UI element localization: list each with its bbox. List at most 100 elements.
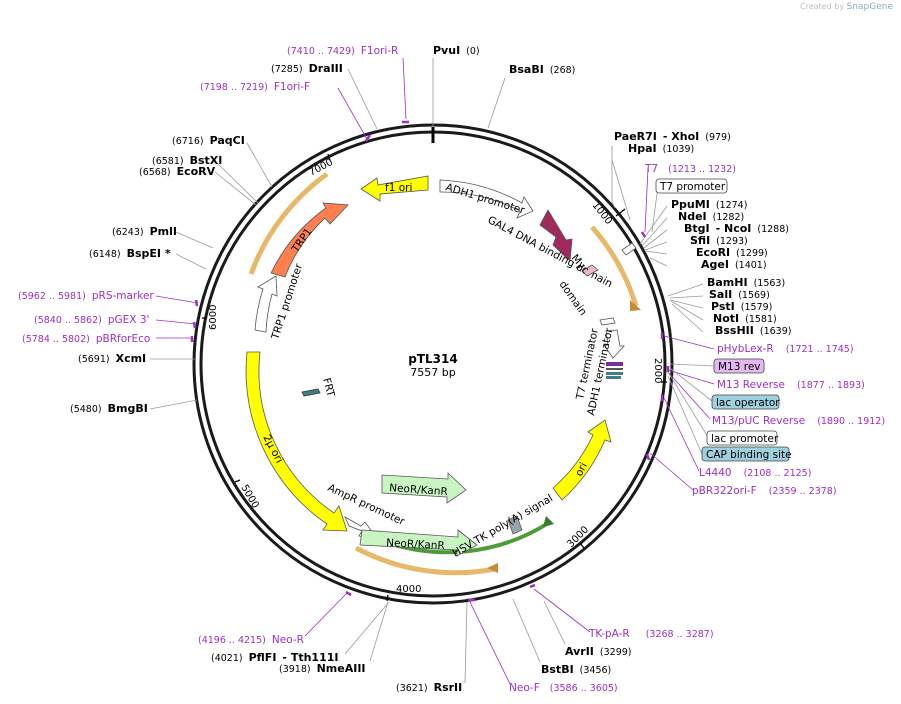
feature-t7-terminator-bar [606, 362, 623, 366]
primer-pbr322ori-f: pBR322ori-F(2359 .. 2378) [692, 485, 837, 497]
enzyme-ppumi: PpuMI(1274) [671, 198, 747, 211]
orf-arc-top-left [248, 171, 329, 275]
enzyme-noti: NotI(1581) [713, 312, 777, 325]
box-label-cap-binding-site: CAP binding site [706, 449, 792, 461]
feature-f1-ori [360, 175, 429, 202]
primer-prs-marker: (5962 .. 5981)pRS-marker [18, 290, 154, 302]
enzyme-sali: SalI(1569) [709, 288, 770, 301]
feature-label-neor-outer: NeoR/KanR [386, 537, 445, 552]
feature-hsv-tk-polya [507, 515, 523, 535]
primer-tk-pa-r: TK-pA-R(3268 .. 3287) [588, 628, 714, 640]
feature-myc [581, 264, 599, 277]
enzyme-pflfi: (4021)PflFI- Tth111I [211, 651, 338, 664]
enzyme-agei: AgeI(1401) [701, 258, 767, 271]
box-m13-rev [713, 358, 765, 374]
primer-phyblex-r: pHybLex-R(1721 .. 1745) [717, 343, 854, 355]
primer-l4440: L4440(2108 .. 2125) [699, 467, 811, 479]
feature-ori [552, 419, 612, 501]
box-t7-promoter [655, 178, 728, 194]
enzyme-btgi: BtgI- NcoI(1288) [684, 222, 789, 235]
feature-label-neor-inner: NeoR/KanR [389, 482, 448, 498]
tick-marks [202, 153, 667, 602]
feature-adh1-terminator-arrow [603, 329, 625, 359]
snapgene-credit: Created by SnapGene [800, 2, 893, 12]
feature-2mu-ori [245, 351, 348, 532]
primer-f1ori-f: (7198 .. 7219)F1ori-F [200, 81, 310, 93]
orf-arrowhead-green [543, 516, 554, 527]
box-cap-binding-site [701, 446, 790, 462]
tick-label-2000: 2000 [652, 358, 663, 383]
plasmid-name: pTL314 [408, 352, 457, 366]
feature-frt [301, 388, 321, 397]
enzyme-rsrii: (3621)RsrII [396, 681, 462, 694]
feature-gal4-dbd [539, 209, 573, 262]
enzyme-sfii: SfiI(1293) [690, 234, 748, 247]
enzyme-pmli: (6243)PmlI [112, 225, 177, 238]
feature-trp1 [270, 202, 349, 278]
enzyme-bamhi: BamHI(1563) [707, 276, 785, 289]
enzyme-bstbi: BstBI(3456) [541, 663, 611, 676]
box-label-lac-operator: lac operator [716, 397, 780, 409]
feature-adh1-promoter [439, 179, 534, 219]
plasmid-length: 7557 bp [410, 366, 455, 379]
enzyme-draiii: (7285)DraIII [271, 62, 343, 75]
feature-neor-outer [359, 529, 478, 557]
box-label-t7-promoter: T7 promoter [659, 181, 726, 193]
feature-trp1-promoter [254, 275, 278, 333]
feature-label-f1-ori: f1 ori [385, 182, 412, 194]
primer-pgex-3: (5840 .. 5862)pGEX 3' [34, 314, 149, 326]
orf-arc-bottom [354, 545, 496, 576]
enzyme-leader-lines [149, 58, 704, 684]
primer-marks [190, 120, 670, 602]
feature-label-frt: FRT [320, 377, 337, 399]
feature-mark-e [621, 242, 637, 256]
feature-neor-inner [381, 472, 467, 504]
orf-arc-top-right [590, 225, 639, 307]
box-lac-operator [711, 394, 780, 410]
enzyme-psti: PstI(1579) [711, 300, 772, 313]
enzyme-labels: PvuI(0) BsaBI(268) PaeR7I- XhoI(979) Hpa… [70, 44, 791, 694]
primer-labels: (7410 .. 7429)F1ori-R (7198 .. 7219)F1or… [18, 45, 885, 694]
credit-prefix: Created by [800, 2, 845, 11]
primer-f1ori-r: (7410 .. 7429)F1ori-R [287, 45, 398, 57]
enzyme-bsshii: BssHII(1639) [715, 324, 791, 337]
enzyme-avrii: AvrII(3299) [565, 645, 632, 658]
enzyme-paer7i: PaeR7I- XhoI(979) [614, 130, 731, 143]
primer-neo-f: Neo-F(3586 .. 3605) [509, 682, 618, 694]
box-lac-promoter [706, 430, 778, 446]
enzyme-bspei: (6148)BspEI * [89, 247, 171, 260]
feature-mark-c [606, 372, 623, 375]
enzyme-ecorv: (6568)EcoRV [139, 165, 216, 178]
primer-m13-puc-reverse: M13/pUC Reverse(1890 .. 1912) [712, 415, 885, 427]
feature-label-hsv-tk-polya: HSV TK poly(A) signal [451, 492, 555, 559]
boxed-label-leaders [651, 185, 716, 455]
enzyme-xcmi: (5691)XcmI [78, 352, 146, 365]
primer-leader-lines [155, 57, 715, 685]
credit-brand: SnapGene [846, 2, 893, 12]
box-label-m13-rev: M13 rev [718, 361, 761, 373]
enzyme-nmeaiii: (3918)NmeAIII [279, 662, 366, 675]
enzyme-ndei: NdeI(1282) [678, 210, 744, 223]
feature-mark-a [599, 317, 616, 326]
primer-pbrforeco: (5784 .. 5802)pBRforEco [22, 333, 150, 345]
enzyme-ecori: EcoRI(1299) [696, 246, 768, 259]
feature-mark-b [606, 368, 623, 370]
box-label-lac-promoter: lac promoter [711, 433, 779, 445]
feature-label-domain: domain [557, 279, 589, 318]
feature-mark-d [606, 376, 621, 379]
primer-neo-r: (4196 .. 4215)Neo-R [198, 634, 304, 646]
orf-arrowhead-bottom [487, 563, 498, 573]
orf-arrowhead-right [630, 300, 641, 311]
feature-label-ori: ori [573, 461, 590, 479]
enzyme-bstxi: (6581)BstXI [152, 154, 222, 167]
primer-t7: T7(1213 .. 1232) [644, 163, 736, 175]
enzyme-hpai: HpaI(1039) [628, 142, 694, 155]
primer-m13-reverse: M13 Reverse(1877 .. 1893) [717, 379, 865, 391]
enzyme-bmgbi: (5480)BmgBI [70, 402, 148, 415]
enzyme-pvui: PvuI(0) [433, 44, 480, 57]
enzyme-bsabi: BsaBI(268) [509, 63, 575, 76]
tick-label-4000: 4000 [396, 584, 421, 595]
tick-label-6000: 6000 [208, 305, 219, 330]
